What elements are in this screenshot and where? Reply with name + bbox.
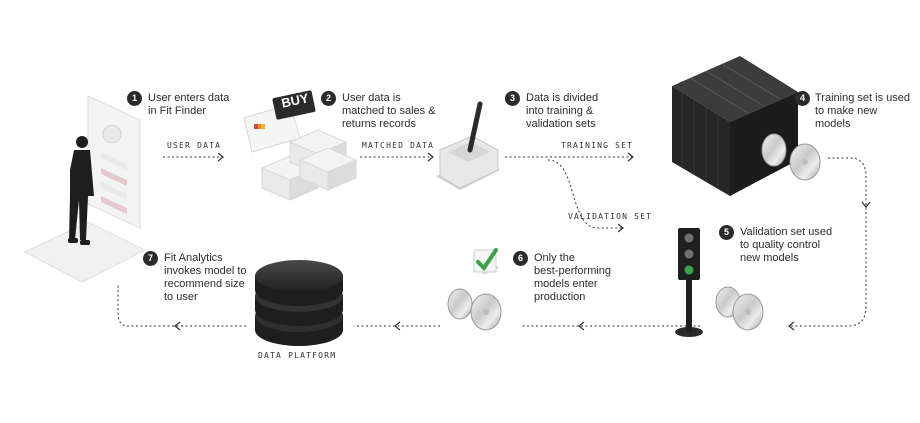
flow-label-data-platform: DATA PLATFORM bbox=[258, 351, 337, 360]
step-5-badge: 5 bbox=[719, 225, 734, 240]
connector-right-loop bbox=[790, 157, 867, 327]
database-icon bbox=[255, 260, 343, 346]
step-3-badge: 3 bbox=[505, 91, 520, 106]
arrow-platform bbox=[394, 321, 401, 331]
step-7-badge: 7 bbox=[143, 251, 158, 266]
step-4-badge: 4 bbox=[795, 91, 810, 106]
connector-arrows bbox=[174, 152, 871, 331]
connector-validation-set bbox=[547, 159, 622, 229]
sales-records-illustration bbox=[243, 90, 358, 201]
validation-discs bbox=[715, 286, 764, 331]
arrow-training-set bbox=[627, 152, 634, 162]
arrow-right-down bbox=[861, 201, 871, 208]
flow-label-user-data: USER DATA bbox=[167, 141, 222, 150]
arrow-validation-set bbox=[617, 223, 624, 233]
arrow-production bbox=[578, 321, 585, 331]
connector-to-user bbox=[117, 285, 246, 327]
buy-tag bbox=[272, 90, 316, 120]
arrow-matched-data bbox=[427, 152, 434, 162]
step-1-badge: 1 bbox=[127, 91, 142, 106]
arrow-to-user bbox=[174, 321, 181, 331]
flow-label-validation-set: VALIDATION SET bbox=[568, 212, 653, 221]
checkmark-icon bbox=[476, 248, 498, 272]
training-machine-illustration bbox=[672, 56, 821, 196]
flow-label-matched-data: MATCHED DATA bbox=[362, 141, 435, 150]
connector-lines bbox=[117, 156, 867, 327]
flow-label-training-set: TRAINING SET bbox=[561, 141, 634, 150]
step-6-badge: 6 bbox=[513, 251, 528, 266]
lever-illustration bbox=[436, 101, 500, 190]
person-icon bbox=[68, 136, 94, 245]
approved-models-illustration bbox=[447, 248, 502, 331]
arrow-user-data bbox=[217, 152, 224, 162]
traffic-light-illustration bbox=[675, 228, 703, 337]
user-at-kiosk-illustration bbox=[23, 95, 147, 283]
arrow-to-validation bbox=[788, 321, 795, 331]
boxes-stack bbox=[260, 129, 358, 201]
step-2-badge: 2 bbox=[321, 91, 336, 106]
